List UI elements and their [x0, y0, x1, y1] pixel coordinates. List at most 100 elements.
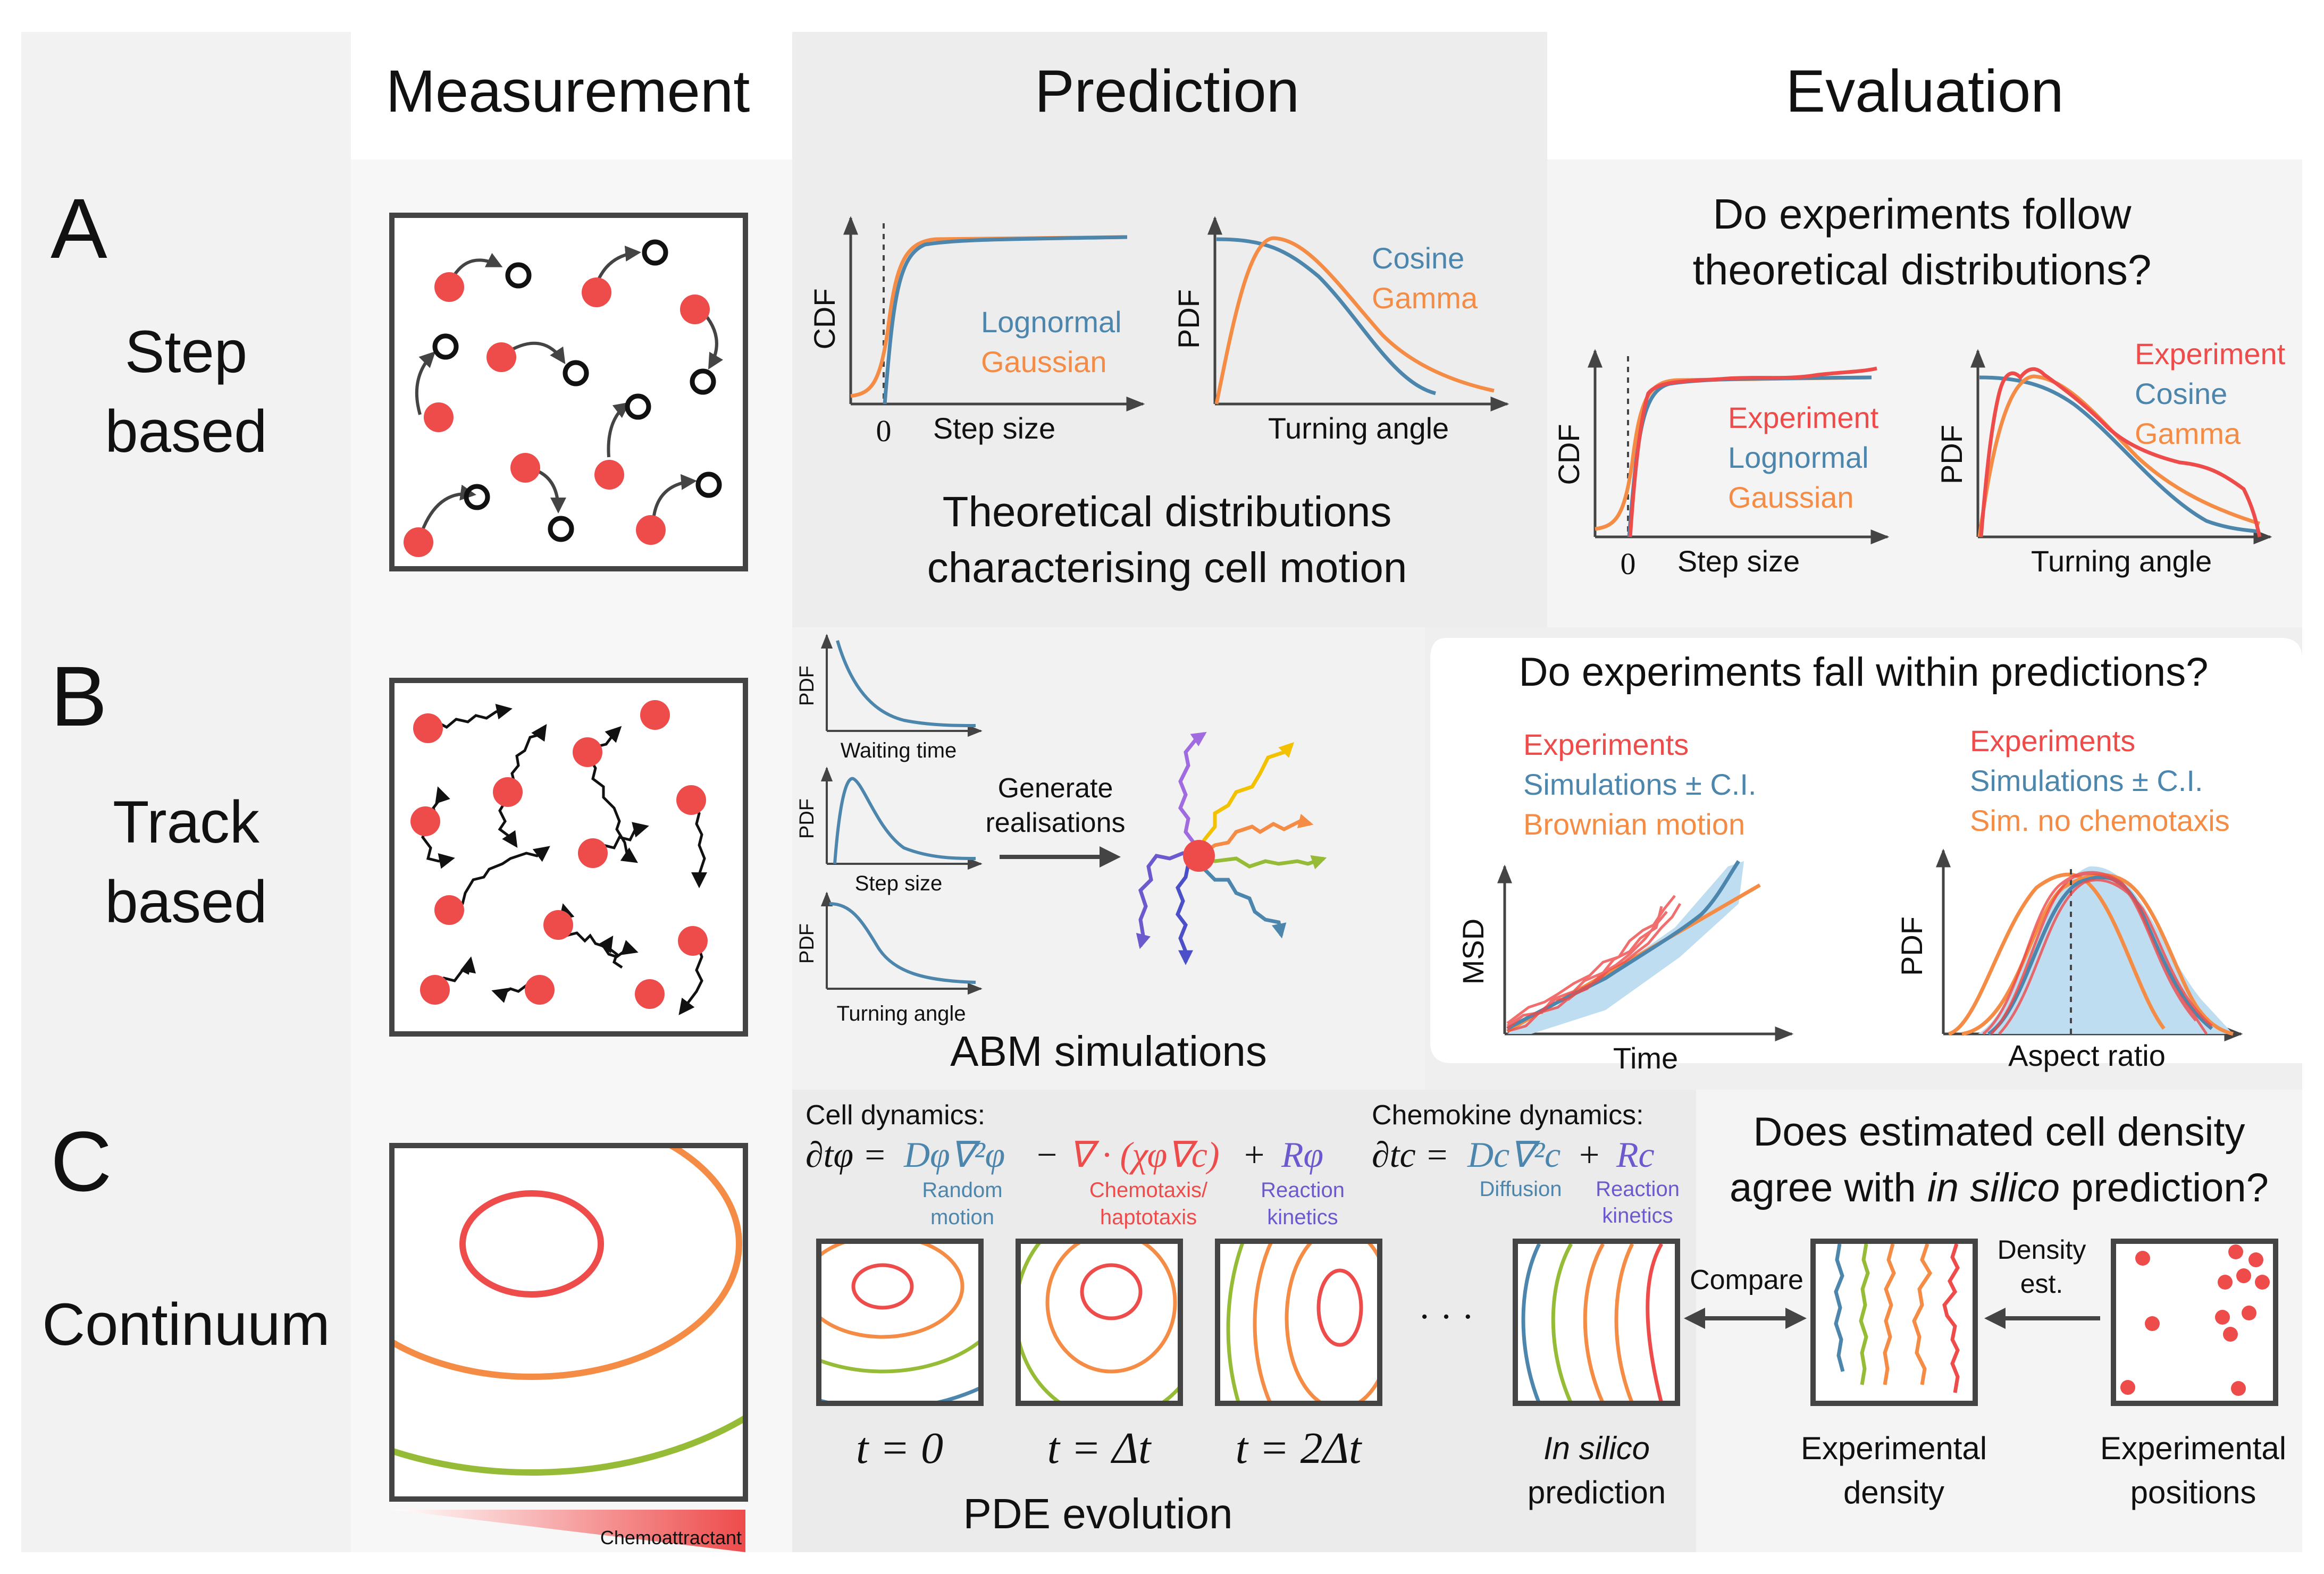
pred-pdf-xlabel: Turning angle: [1268, 411, 1449, 445]
row-a-label-line2: based: [105, 398, 267, 465]
ar-legend-experiments: Experiments: [1970, 724, 2135, 757]
small2-ylabel: PDF: [796, 798, 818, 839]
term-diffusion: Diffusion: [1480, 1177, 1562, 1201]
cell-dynamics-title: Cell dynamics:: [806, 1100, 985, 1131]
term-random-line2: motion: [930, 1206, 994, 1229]
compare-label: Compare: [1690, 1265, 1803, 1295]
eq-chem-reaction-term: Rc: [1616, 1134, 1655, 1175]
msd-legend-brownian: Brownian motion: [1523, 807, 1745, 841]
ar-experiment-lines: [1982, 871, 2213, 1035]
row-c-measurement: Chemoattractant: [389, 1143, 748, 1552]
pred-cdf-ylabel: CDF: [808, 288, 841, 349]
chemoattractant-label: Chemoattractant: [600, 1527, 742, 1548]
small2-curve: [833, 777, 976, 864]
ar-legend-simulations: Simulations ± C.I.: [1970, 764, 2203, 797]
eq-cell-minus: −: [1037, 1134, 1057, 1175]
exp-density-line2: density: [1843, 1475, 1944, 1510]
density-est-line2: est.: [2020, 1269, 2063, 1299]
eval-a-title-line2: theoretical distributions?: [1693, 246, 2152, 293]
row-c-prediction: Cell dynamics: Chemokine dynamics: ∂tφ =…: [806, 1100, 1680, 1537]
abm-source-cell: [1183, 840, 1215, 872]
eq-chem-lhs: ∂tc =: [1372, 1134, 1449, 1175]
generate-label-line1: Generate: [998, 773, 1113, 804]
row-b-prediction: PDF Waiting time PDF Step size PDF Turni…: [796, 634, 1327, 1075]
time-label-0: t = 0: [856, 1424, 943, 1473]
column-headers: Measurement Prediction Evaluation: [386, 58, 2064, 124]
eval-pdf-ylabel: PDF: [1935, 425, 1968, 484]
abm-trajectories: [1136, 731, 1327, 965]
small-chart-waiting-time: PDF Waiting time: [796, 634, 983, 762]
pred-pdf-cosine-line: [1216, 237, 1436, 395]
time-label-1: t = Δt: [1047, 1424, 1152, 1473]
small1-ylabel: PDF: [796, 666, 818, 706]
header-evaluation: Evaluation: [1785, 58, 2063, 124]
eval-pdf-xlabel: Turning angle: [2031, 544, 2212, 578]
eval-a-title-line1: Do experiments follow: [1713, 190, 2132, 238]
experimental-density-box: [1810, 1239, 1978, 1406]
step-end-cells: [432, 239, 722, 542]
chemoattractant-gradient: [392, 1510, 745, 1552]
eval-cdf-experiment-line: [1628, 366, 1877, 537]
pred-cdf-legend-gaussian: Gaussian: [981, 345, 1107, 378]
exp-positions-line1: Experimental: [2100, 1430, 2286, 1466]
row-a-measurement: [389, 213, 748, 571]
pde-frame-t0: [816, 1239, 984, 1406]
term-random-line1: Random: [922, 1179, 1002, 1202]
pde-frame-in-silico: [1513, 1239, 1680, 1406]
pred-pdf-legend-cosine: Cosine: [1372, 241, 1464, 275]
small-chart-turning-angle: PDF Turning angle: [796, 891, 983, 1025]
msd-experiment-lines: [1506, 895, 1682, 1033]
header-measurement: Measurement: [386, 58, 750, 124]
prediction-row-a-bg: [792, 32, 1547, 627]
eval-b-title: Do experiments fall within predictions?: [1519, 650, 2209, 695]
eval-cdf-xlabel: Step size: [1677, 544, 1800, 578]
concentration-contours: [392, 1146, 745, 1476]
eq-cell-plus: +: [1244, 1134, 1264, 1175]
term-reaction-line1: Reaction: [1261, 1179, 1345, 1202]
eval-pdf-legend-cosine: Cosine: [2135, 377, 2227, 410]
pred-a-caption-line1: Theoretical distributions: [943, 488, 1392, 535]
in-silico-line1: In silico: [1543, 1430, 1650, 1466]
eval-pdf-legend-gamma: Gamma: [2135, 417, 2241, 450]
eq-chem-plus: +: [1579, 1134, 1599, 1175]
aspect-ratio-chart: Experiments Simulations ± C.I. Sim. no c…: [1895, 724, 2243, 1072]
ar-xlabel: Aspect ratio: [2008, 1039, 2166, 1072]
ar-no-chemotaxis-line: [1948, 872, 2166, 1036]
eval-pdf-chart: PDF Turning angle Experiment Cosine Gamm…: [1935, 337, 2286, 578]
pred-cdf-gaussian-line: [850, 235, 1128, 398]
msd-xlabel: Time: [1613, 1041, 1678, 1075]
ar-ci-band: [1978, 866, 2233, 1034]
eval-cdf-legend-experiment: Experiment: [1728, 401, 1879, 434]
evaluation-row-a-bg: [1547, 159, 2302, 627]
pred-pdf-chart: PDF Turning angle Cosine Gamma: [1172, 216, 1509, 445]
row-a-letter: A: [51, 181, 107, 276]
eval-cdf-ylabel: CDF: [1552, 424, 1585, 485]
pde-frame-t2: [1215, 1239, 1382, 1406]
eval-cdf-legend-gaussian: Gaussian: [1728, 481, 1854, 514]
eval-pdf-cosine-line: [1979, 375, 2260, 534]
eq-chem-diffusion-term: Dc∇²c: [1467, 1134, 1560, 1175]
eval-pdf-legend-experiment: Experiment: [2135, 337, 2286, 371]
term-chemotaxis-line1: Chemotaxis/: [1089, 1179, 1208, 1202]
pred-cdf-xlabel: Step size: [933, 411, 1055, 445]
small3-curve: [829, 902, 976, 984]
pred-cdf-lognormal-line: [883, 235, 1128, 405]
row-label-column-bg: [21, 32, 351, 1552]
in-silico-line2: prediction: [1528, 1475, 1666, 1510]
pred-cdf-zero-tick: 0: [876, 414, 892, 448]
term-reaction-line2: kinetics: [1267, 1206, 1338, 1229]
pde-ellipsis: · · ·: [1419, 1297, 1474, 1337]
pred-cdf-legend-lognormal: Lognormal: [981, 305, 1122, 339]
eq-cell-chemotaxis-term: ∇ · (χφ∇c): [1069, 1134, 1220, 1175]
pde-frame-t1: [1016, 1239, 1183, 1406]
eq-cell-random-term: Dφ∇²φ: [903, 1134, 1005, 1175]
density-est-line1: Density: [1998, 1235, 2086, 1265]
row-b-label-line2: based: [105, 869, 267, 935]
eval-c-title-line2: agree with in silico prediction?: [1730, 1165, 2269, 1210]
msd-chart: Experiments Simulations ± C.I. Brownian …: [1456, 728, 1794, 1075]
pred-pdf-legend-gamma: Gamma: [1372, 281, 1478, 315]
row-b-label-line1: Track: [113, 789, 260, 855]
term-chemotaxis-line2: haptotaxis: [1100, 1206, 1197, 1229]
eval-cdf-zero-tick: 0: [1621, 546, 1636, 581]
